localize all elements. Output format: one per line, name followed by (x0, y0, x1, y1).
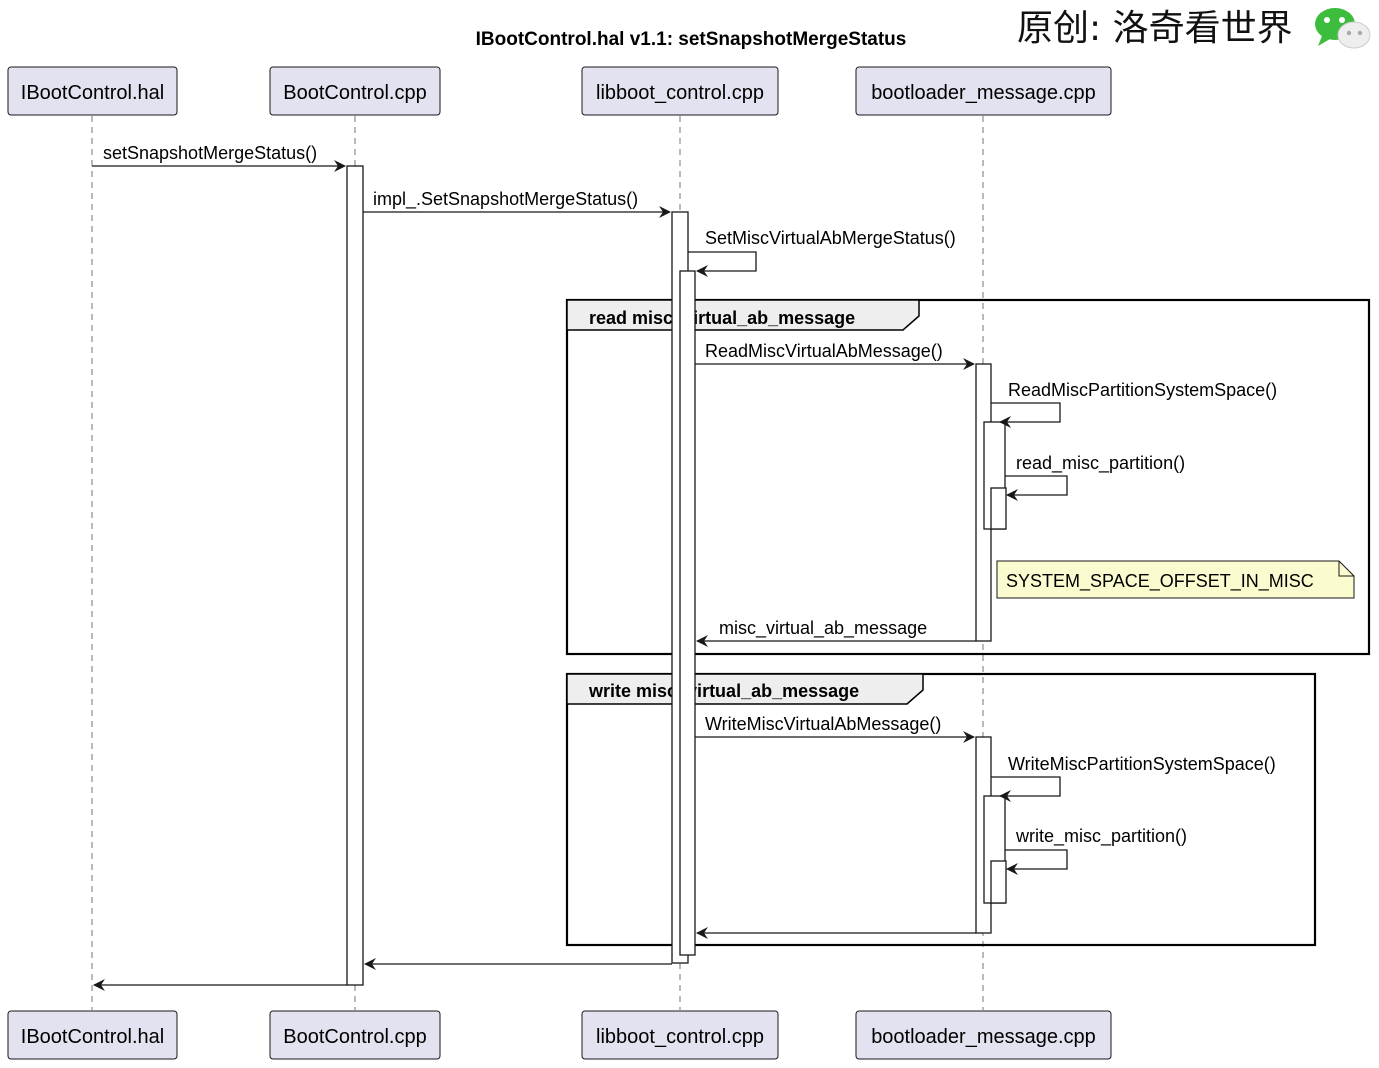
participants-bottom: IBootControl.hal BootControl.cpp libboot… (7, 1010, 1112, 1060)
message-label: setSnapshotMergeStatus() (103, 143, 317, 163)
message-label: write_misc_partition() (1015, 826, 1187, 847)
message-label: misc_virtual_ab_message (719, 618, 927, 639)
participant-label: bootloader_message.cpp (871, 1026, 1096, 1048)
message-label: ReadMiscVirtualAbMessage() (705, 341, 943, 361)
frame-write: write misc_virtual_ab_message (565, 672, 1317, 947)
participants-top: IBootControl.hal BootControl.cpp libboot… (7, 66, 1112, 116)
message-self-arrow (991, 402, 1061, 428)
participant-label: libboot_control.cpp (596, 82, 764, 104)
message-label: impl_.SetSnapshotMergeStatus() (373, 189, 638, 210)
frame-write-label: write misc_virtual_ab_message (588, 681, 859, 701)
participant-label: BootControl.cpp (283, 1026, 426, 1048)
message-label: WriteMiscPartitionSystemSpace() (1008, 754, 1276, 774)
message-label: read_misc_partition() (1016, 453, 1185, 474)
participant-label: IBootControl.hal (21, 82, 164, 104)
participant-boot-control-cpp: BootControl.cpp (269, 66, 441, 116)
activation-bootloader-read-misc (990, 487, 1007, 530)
note-text: SYSTEM_SPACE_OFFSET_IN_MISC (1006, 571, 1314, 592)
participant-libboot-control-cpp: libboot_control.cpp (581, 66, 779, 116)
activation-libboot-control-nested (679, 270, 696, 956)
frame-read-border (565, 298, 1371, 656)
message-label: SetMiscVirtualAbMergeStatus() (705, 228, 956, 248)
message-label: WriteMiscVirtualAbMessage() (705, 714, 941, 734)
watermark-text: 原创: 洛奇看世界 (1017, 8, 1293, 49)
message-self-arrow (991, 776, 1061, 802)
participant-label: bootloader_message.cpp (871, 82, 1096, 104)
participant-label: BootControl.cpp (283, 82, 426, 104)
frame-read: read misc_virtual_ab_message (565, 298, 1371, 656)
lifelines (91, 116, 984, 1010)
frame-read-tab (566, 299, 920, 331)
message-self-arrow (1005, 849, 1068, 875)
frame-write-border (565, 672, 1317, 947)
participant-label: IBootControl.hal (21, 1026, 164, 1048)
message-self-arrow (688, 251, 757, 277)
note: SYSTEM_SPACE_OFFSET_IN_MISC (996, 560, 1355, 599)
participant-iboot-control-hal: IBootControl.hal (7, 1010, 178, 1060)
messages: setSnapshotMergeStatus() impl_.SetSnapsh… (92, 143, 1277, 991)
participant-bootloader-message-cpp: bootloader_message.cpp (855, 66, 1112, 116)
wechat-icon (1315, 8, 1371, 49)
activation-bootloader-write-misc (990, 860, 1007, 904)
participant-label: libboot_control.cpp (596, 1026, 764, 1048)
message-label: ReadMiscPartitionSystemSpace() (1008, 380, 1277, 400)
participant-iboot-control-hal: IBootControl.hal (7, 66, 178, 116)
diagram-title: IBootControl.hal v1.1: setSnapshotMergeS… (476, 29, 907, 50)
watermark: 原创: 洛奇看世界 (1017, 8, 1371, 49)
activation-boot-control (346, 165, 364, 986)
activations (346, 165, 1007, 986)
frame-write-tab (566, 673, 924, 705)
participant-bootloader-message-cpp: bootloader_message.cpp (855, 1010, 1112, 1060)
participant-boot-control-cpp: BootControl.cpp (269, 1010, 441, 1060)
participant-libboot-control-cpp: libboot_control.cpp (581, 1010, 779, 1060)
frame-read-label: read misc_virtual_ab_message (589, 308, 855, 328)
message-self-arrow (1005, 475, 1068, 501)
note-fold (1338, 561, 1354, 577)
note-body (996, 560, 1355, 599)
